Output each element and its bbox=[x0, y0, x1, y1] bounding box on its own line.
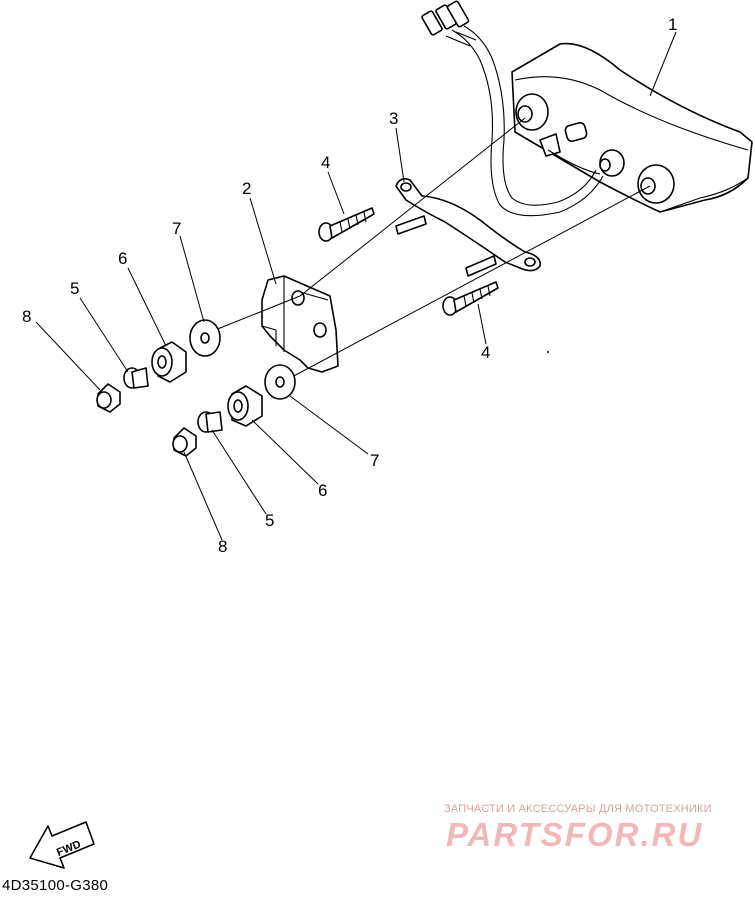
callout-8-upper: 8 bbox=[22, 307, 31, 326]
fwd-arrow-icon: FWD bbox=[29, 821, 95, 869]
watermark-tagline: ЗАПЧАСТИ И АКСЕССУАРЫ ДЛЯ МОТОТЕХНИКИ bbox=[444, 803, 712, 815]
stray-dot bbox=[547, 351, 549, 353]
screw-lower bbox=[442, 281, 499, 316]
nut-lower bbox=[172, 427, 197, 457]
callout-2: 2 bbox=[242, 179, 251, 198]
callout-7-lower: 7 bbox=[370, 451, 379, 470]
callout-1: 1 bbox=[668, 15, 677, 34]
light-holder-plate bbox=[261, 275, 339, 373]
washer-lower bbox=[264, 364, 296, 400]
collar-lower bbox=[197, 411, 223, 433]
tail-light-assembly bbox=[511, 42, 753, 213]
leader-lines bbox=[35, 31, 677, 541]
watermark-logo: PARTSFOR.RU bbox=[446, 816, 704, 853]
callout-3: 3 bbox=[389, 109, 398, 128]
callout-7-upper: 7 bbox=[172, 219, 181, 238]
screw-installed-upper bbox=[395, 215, 427, 235]
screw-upper bbox=[318, 207, 375, 242]
callout-5-lower: 5 bbox=[265, 511, 274, 530]
grommet-lower bbox=[227, 385, 263, 427]
callout-4-lower: 4 bbox=[481, 343, 490, 362]
callout-5-upper: 5 bbox=[70, 279, 79, 298]
callout-6-lower: 6 bbox=[318, 481, 327, 500]
collar-upper bbox=[123, 367, 149, 389]
callout-labels: 1 2 3 4 4 5 5 6 6 7 7 8 8 bbox=[22, 15, 677, 556]
washer-upper bbox=[189, 319, 221, 357]
callout-8-lower: 8 bbox=[218, 537, 227, 556]
assembly-axis-lines bbox=[214, 117, 651, 379]
nut-upper bbox=[96, 383, 121, 413]
screw-installed-lower bbox=[465, 255, 497, 277]
callout-6-upper: 6 bbox=[118, 249, 127, 268]
wire-harness bbox=[421, 0, 604, 217]
callout-4-upper: 4 bbox=[321, 153, 330, 172]
diagram-code: 4D35100-G380 bbox=[2, 877, 109, 894]
grommet-upper bbox=[151, 341, 187, 383]
mounting-bracket bbox=[395, 178, 542, 272]
